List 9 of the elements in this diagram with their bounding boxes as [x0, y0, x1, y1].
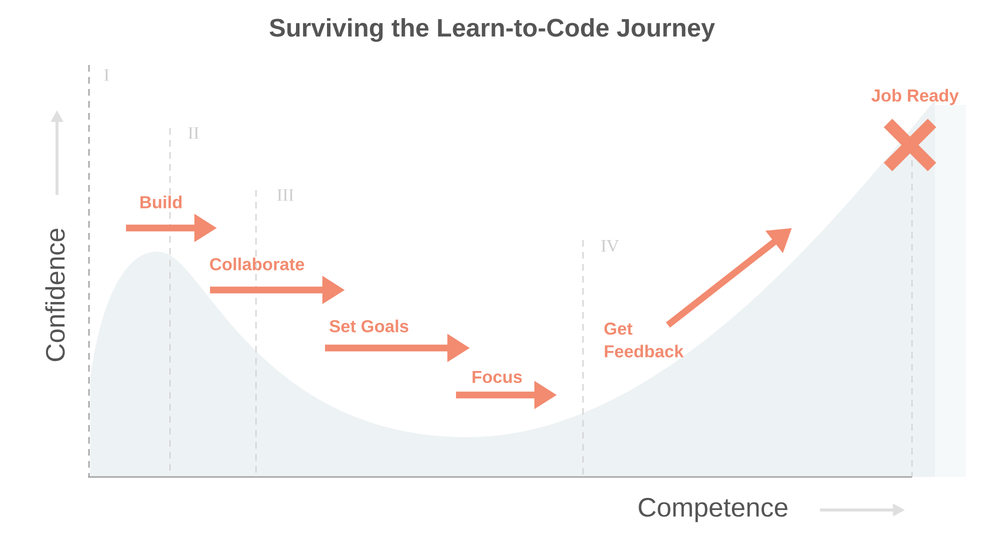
stage-label: Collaborate	[210, 258, 304, 270]
stage-label: Job Ready	[871, 88, 959, 106]
stage-label: Get Feedback	[604, 322, 684, 358]
axis-label: Competence	[638, 498, 788, 522]
stage-label: Build	[140, 196, 182, 208]
axis-label: Confidence	[45, 228, 65, 362]
title: Surviving the Learn-to-Code Journey	[270, 18, 715, 42]
stage-label: Set Goals	[330, 320, 408, 332]
stage-label: Focus	[472, 370, 522, 384]
